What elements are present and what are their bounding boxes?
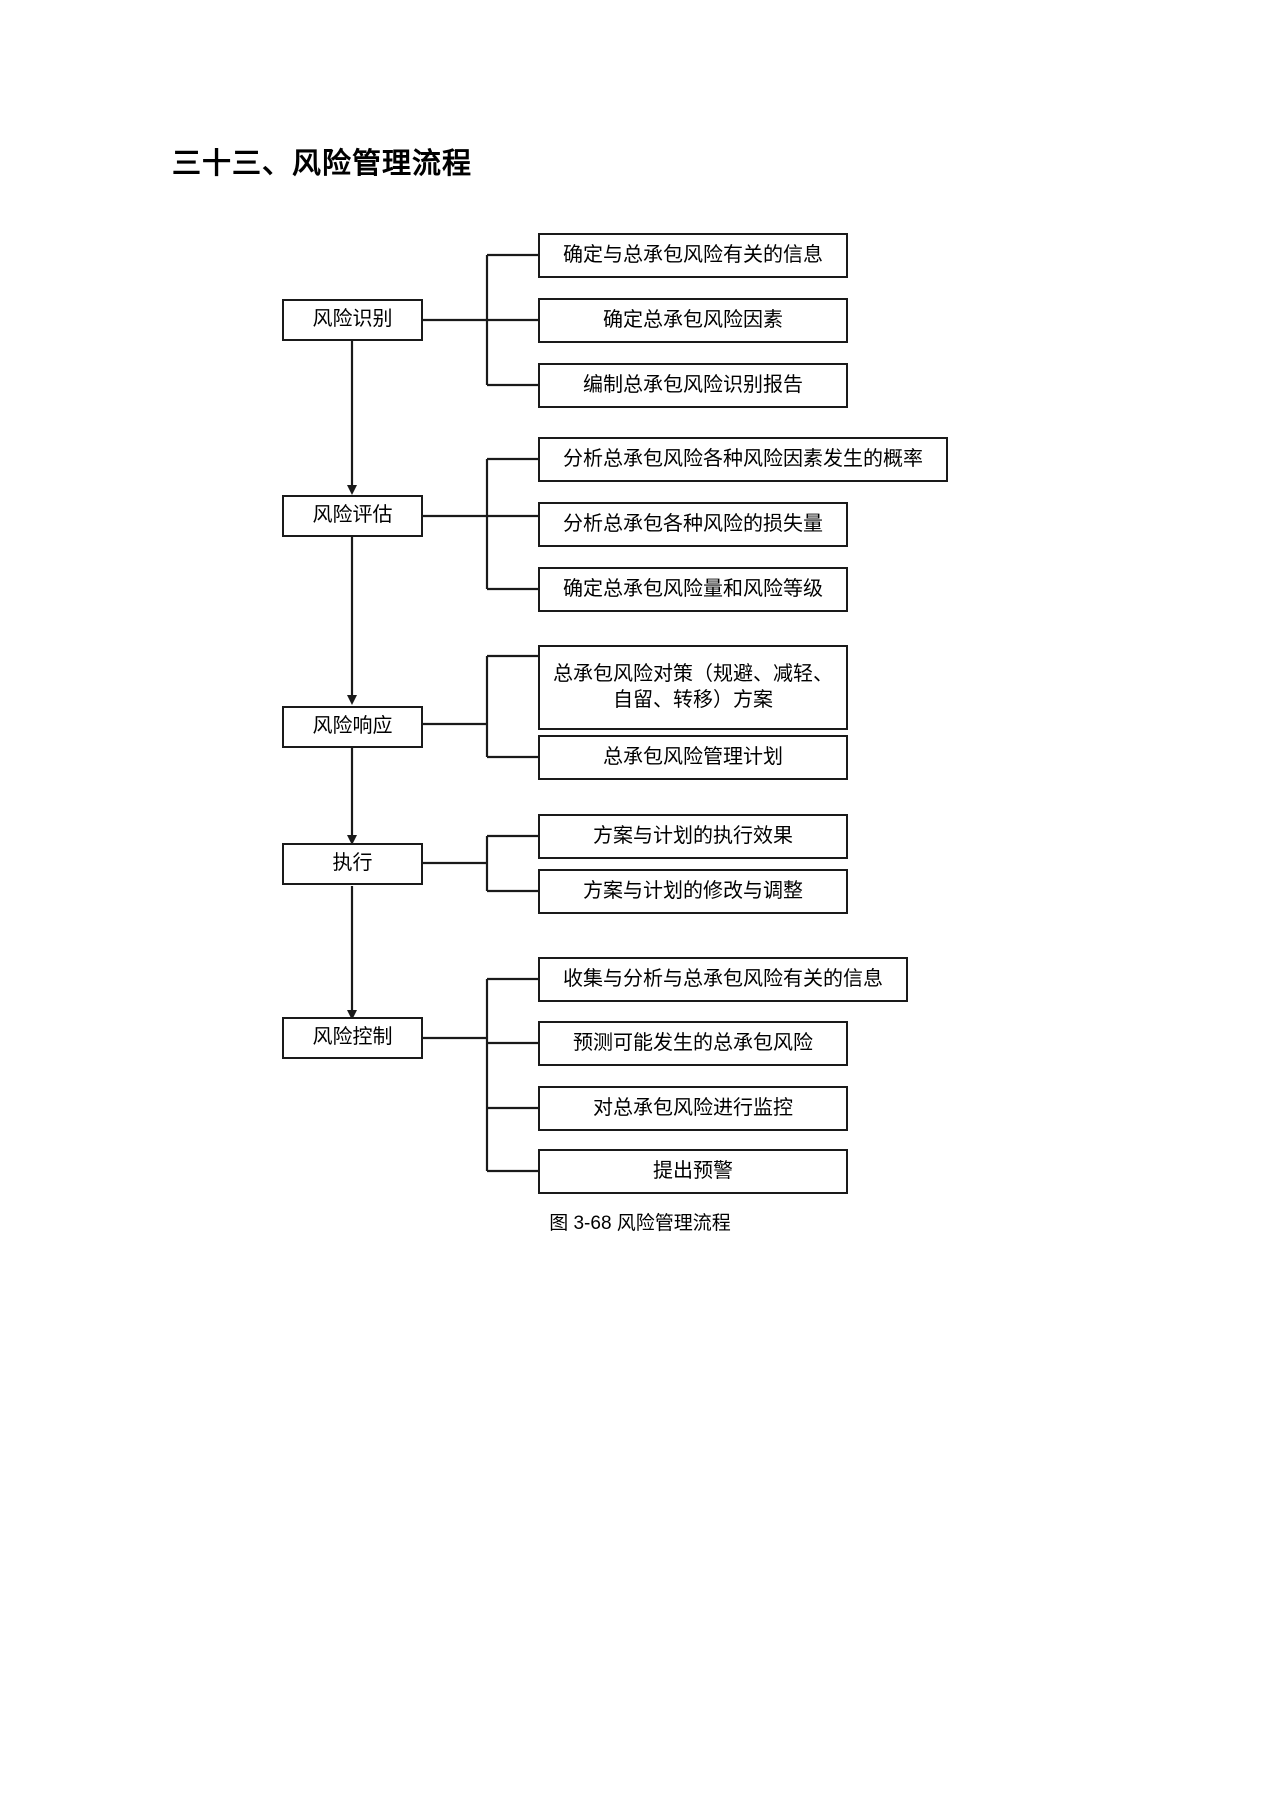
detail-node-3-2[interactable]: 总承包风险管理计划 xyxy=(538,735,848,780)
stage-node-risk-control[interactable]: 风险控制 xyxy=(282,1017,423,1059)
stage-node-risk-response[interactable]: 风险响应 xyxy=(282,706,423,748)
detail-label: 分析总承包风险各种风险因素发生的概率 xyxy=(563,447,923,470)
detail-node-5-3[interactable]: 对总承包风险进行监控 xyxy=(538,1086,848,1131)
detail-node-4-1[interactable]: 方案与计划的执行效果 xyxy=(538,814,848,859)
detail-label: 方案与计划的修改与调整 xyxy=(583,879,803,902)
detail-label: 编制总承包风险识别报告 xyxy=(583,373,803,396)
detail-node-5-2[interactable]: 预测可能发生的总承包风险 xyxy=(538,1021,848,1066)
stage-label: 风险评估 xyxy=(312,504,393,527)
stage-node-risk-identification[interactable]: 风险识别 xyxy=(282,299,423,341)
detail-node-3-1[interactable]: 总承包风险对策（规避、减轻、 自留、转移）方案 xyxy=(538,645,848,730)
detail-node-5-1[interactable]: 收集与分析与总承包风险有关的信息 xyxy=(538,957,908,1002)
detail-label: 方案与计划的执行效果 xyxy=(593,824,793,847)
detail-node-5-4[interactable]: 提出预警 xyxy=(538,1149,848,1194)
detail-label: 确定与总承包风险有关的信息 xyxy=(563,243,823,266)
stage-label: 执行 xyxy=(332,852,373,875)
detail-node-2-2[interactable]: 分析总承包各种风险的损失量 xyxy=(538,502,848,547)
stage-node-risk-assessment[interactable]: 风险评估 xyxy=(282,495,423,537)
figure-caption-text: 图 3-68 风险管理流程 xyxy=(549,1213,731,1234)
figure-caption: 图 3-68 风险管理流程 xyxy=(0,1208,1280,1235)
stage-label: 风险识别 xyxy=(312,308,393,331)
detail-node-2-1[interactable]: 分析总承包风险各种风险因素发生的概率 xyxy=(538,437,948,482)
detail-node-4-2[interactable]: 方案与计划的修改与调整 xyxy=(538,869,848,914)
detail-label: 总承包风险管理计划 xyxy=(603,745,783,768)
detail-label: 分析总承包各种风险的损失量 xyxy=(563,512,823,535)
stage-label: 风险响应 xyxy=(312,715,393,738)
detail-label: 确定总承包风险量和风险等级 xyxy=(563,577,823,600)
detail-node-1-3[interactable]: 编制总承包风险识别报告 xyxy=(538,363,848,408)
detail-label: 提出预警 xyxy=(653,1159,733,1182)
stage-node-execution[interactable]: 执行 xyxy=(282,843,423,885)
page-title: 三十三、风险管理流程 xyxy=(172,148,473,180)
detail-label: 预测可能发生的总承包风险 xyxy=(573,1031,813,1054)
detail-node-1-1[interactable]: 确定与总承包风险有关的信息 xyxy=(538,233,848,278)
detail-label: 对总承包风险进行监控 xyxy=(593,1096,793,1119)
detail-label: 确定总承包风险因素 xyxy=(603,308,783,331)
detail-label-line2: 自留、转移）方案 xyxy=(613,688,773,711)
detail-node-1-2[interactable]: 确定总承包风险因素 xyxy=(538,298,848,343)
detail-label: 收集与分析与总承包风险有关的信息 xyxy=(563,967,883,990)
detail-label-line1: 总承包风险对策（规避、减轻、 xyxy=(553,662,833,685)
detail-node-2-3[interactable]: 确定总承包风险量和风险等级 xyxy=(538,567,848,612)
stage-label: 风险控制 xyxy=(312,1026,393,1049)
